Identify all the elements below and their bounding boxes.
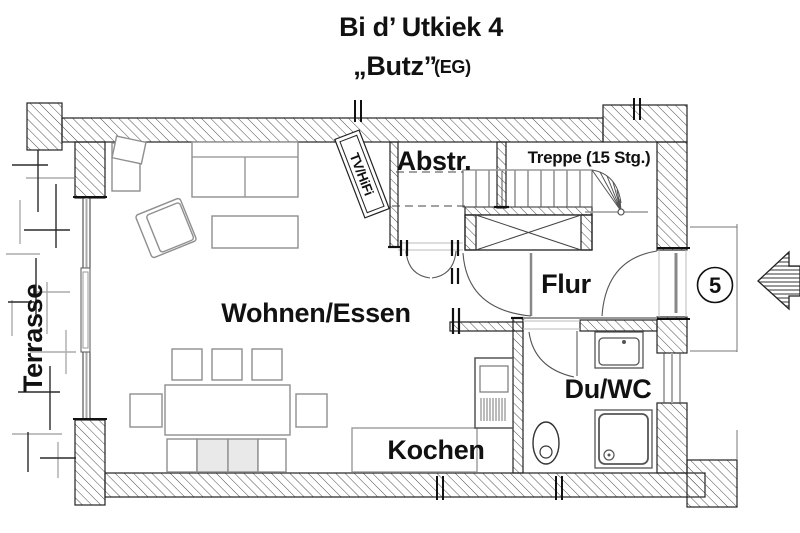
page-subtitle-floor: (EG) xyxy=(434,57,471,77)
label-bath: Du/WC xyxy=(565,374,652,404)
kitchen-units xyxy=(351,357,514,473)
hall-living-door xyxy=(450,252,533,317)
terrace-garden-marks xyxy=(6,150,76,478)
plant xyxy=(111,135,147,165)
living-furniture xyxy=(111,135,299,259)
doors xyxy=(388,240,690,378)
title-block: Bi d’ Utkiek 4 „Butz” (EG) xyxy=(339,12,503,81)
sink xyxy=(594,331,644,369)
room-labels: Wohnen/Essen Abstr. Treppe (15 Stg.) Flu… xyxy=(18,146,652,465)
label-living: Wohnen/Essen xyxy=(221,298,410,328)
kitchen-counter xyxy=(351,427,478,473)
exterior-walls xyxy=(26,102,738,508)
label-kitchen: Kochen xyxy=(387,435,484,465)
dining-set xyxy=(129,348,328,473)
stair-winder-fan xyxy=(591,169,622,212)
bath-window xyxy=(663,353,681,403)
entrance-arrow-icon xyxy=(757,250,800,311)
page-subtitle-name: „Butz” xyxy=(353,51,437,81)
entrance-door xyxy=(601,247,690,320)
sofa xyxy=(191,141,299,198)
position-marker: 5 xyxy=(696,266,734,304)
label-terrace: Terrasse xyxy=(18,284,48,392)
page-title: Bi d’ Utkiek 4 xyxy=(339,12,503,42)
position-number: 5 xyxy=(709,273,721,298)
staircase xyxy=(392,169,648,216)
label-hall: Flur xyxy=(541,269,592,299)
dining-table xyxy=(164,384,291,436)
understair-cabinet xyxy=(464,214,593,251)
storage-door xyxy=(388,240,463,279)
armchair xyxy=(135,197,197,259)
coffee-table xyxy=(211,215,299,249)
label-storage: Abstr. xyxy=(397,146,472,176)
bath-fixtures xyxy=(523,317,657,469)
terrace-window xyxy=(73,196,107,420)
label-stairs: Treppe (15 Stg.) xyxy=(528,148,651,167)
shower xyxy=(594,409,653,469)
toilet xyxy=(532,421,560,465)
bath-door xyxy=(511,316,580,378)
tv-hifi-board: TV/HiFi xyxy=(334,129,390,219)
tall-appliance xyxy=(474,357,514,429)
dimension-ticks xyxy=(354,98,738,500)
